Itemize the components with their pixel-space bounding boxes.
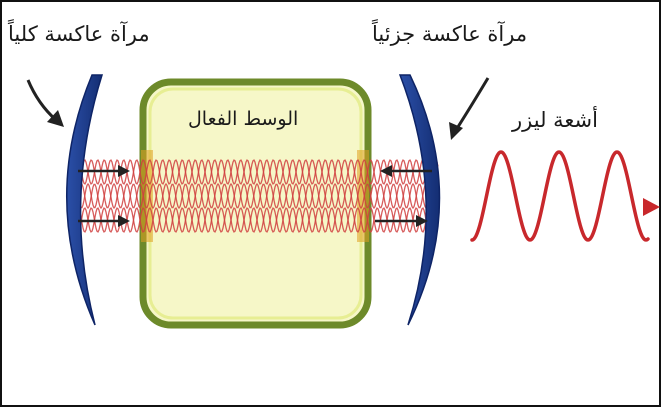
beam-arrow-left-top	[78, 165, 130, 177]
laser-output-arrowhead	[643, 198, 660, 216]
laser-beam-label: أشعة ليزر	[512, 108, 598, 132]
partial-mirror-label: مرآة عاكسة جزئياً	[372, 22, 527, 46]
active-medium-label: الوسط الفعال	[188, 108, 298, 130]
partial-mirror-shape	[400, 75, 440, 325]
partial-mirror-pointer	[449, 78, 488, 140]
full-mirror-pointer	[28, 80, 64, 127]
full-mirror-label: مرآة عاكسة كلياً	[8, 22, 150, 46]
beam-arrow-left-bottom	[78, 215, 130, 227]
laser-output-wave	[472, 152, 648, 240]
